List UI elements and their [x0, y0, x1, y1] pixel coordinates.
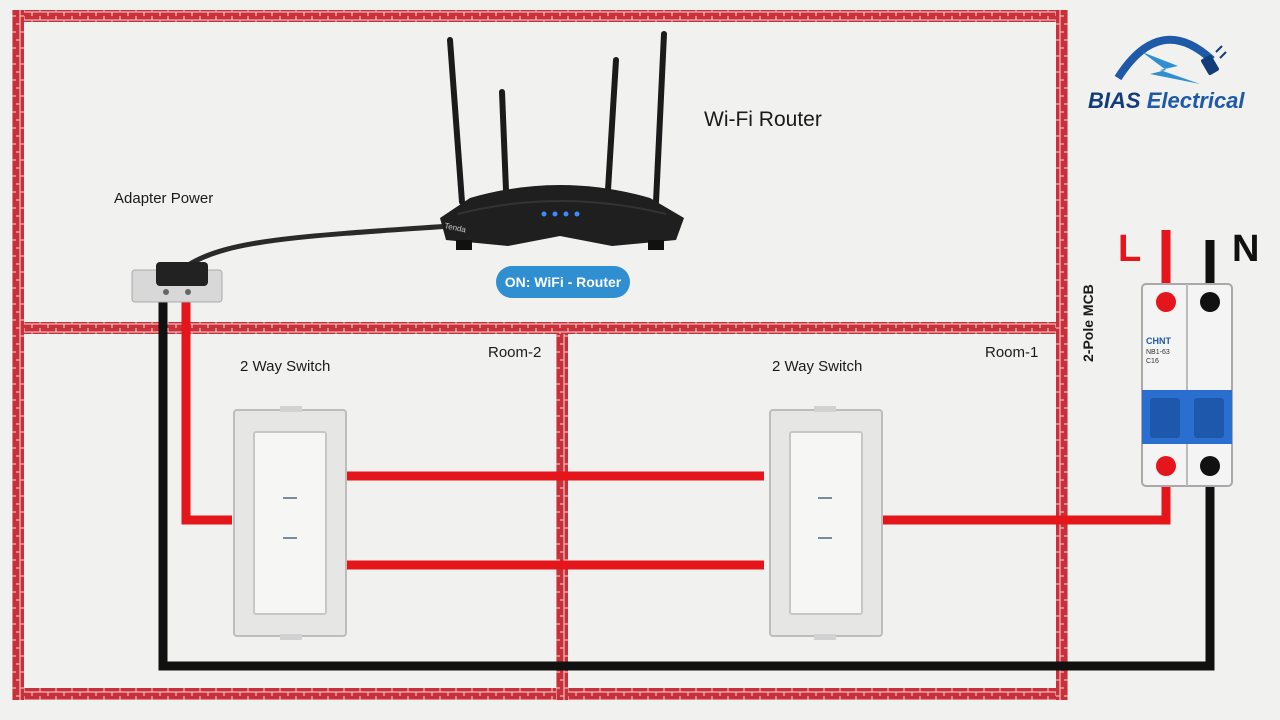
live-label: L	[1118, 228, 1142, 270]
mcb-rating-text: C16	[1146, 358, 1159, 365]
mcb-brand-text: CHNT	[1146, 336, 1171, 346]
mcb-model-text: NB1-63	[1146, 349, 1170, 356]
wall-top	[12, 10, 1068, 22]
switch-room-2	[233, 406, 347, 640]
mcb-live-output	[1156, 456, 1176, 476]
wall-left	[12, 10, 24, 700]
mcb-2-pole: CHNT NB1-63 C16	[1141, 283, 1233, 487]
room-2-label: Room-2	[488, 344, 542, 361]
brand-name-part2: Electrical	[1146, 88, 1245, 113]
wall-middle	[12, 322, 1068, 334]
wifi-router: Tenda	[440, 31, 684, 250]
mcb-neutral-input	[1200, 292, 1220, 312]
adapter-label: Adapter Power	[114, 190, 214, 207]
switch-room-2-label: 2 Way Switch	[240, 358, 331, 375]
plug-lightning-logo	[1114, 35, 1227, 84]
wall-room-divider	[556, 334, 568, 700]
mcb-label: 2-Pole MCB	[1080, 284, 1096, 362]
router-title: Wi-Fi Router	[704, 108, 822, 131]
mcb-live-input	[1156, 292, 1176, 312]
switch-room-1	[769, 406, 883, 640]
power-adapter	[131, 223, 453, 303]
router-status-badge: ON: WiFi - Router	[496, 266, 630, 298]
neutral-label: N	[1232, 228, 1260, 270]
switch-room-1-label: 2 Way Switch	[772, 358, 863, 375]
brand-name: BIAS Electrical	[1088, 88, 1245, 114]
wall-right-upper	[1056, 10, 1068, 334]
room-1-label: Room-1	[985, 344, 1039, 361]
wall-bottom	[12, 688, 1068, 700]
walls	[12, 10, 1068, 700]
brand-name-part1: BIAS	[1088, 88, 1141, 113]
mcb-neutral-output	[1200, 456, 1220, 476]
